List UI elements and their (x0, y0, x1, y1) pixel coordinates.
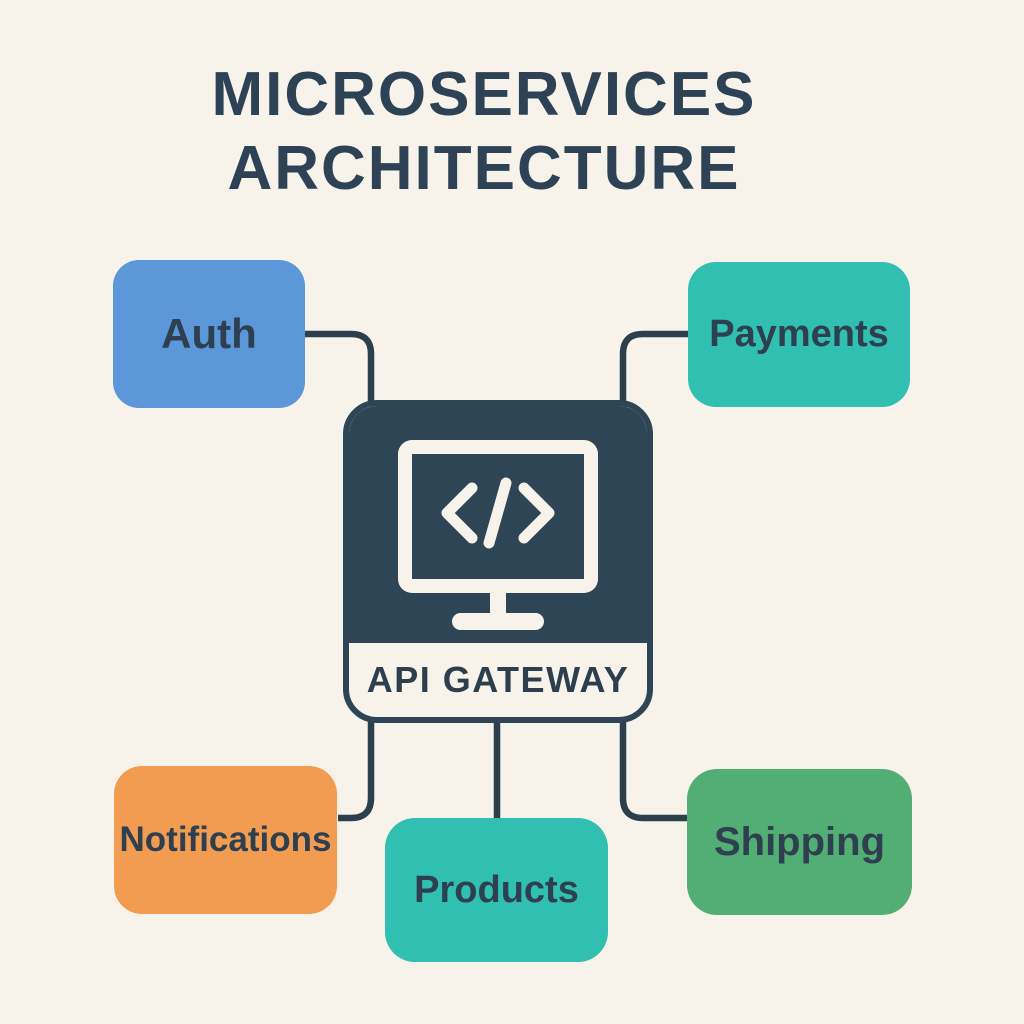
api-gateway-icon-area (349, 406, 647, 643)
diagram-title: MICROSERVICES ARCHITECTURE (0, 58, 996, 206)
diagram-title-line2: ARCHITECTURE (227, 134, 741, 203)
service-node-shipping: Shipping (687, 769, 912, 915)
service-node-auth: Auth (113, 260, 305, 408)
connector-gateway-notifications (338, 721, 375, 822)
service-node-notifications: Notifications (114, 766, 337, 914)
service-label-auth: Auth (161, 310, 257, 357)
connector-gateway-shipping (619, 721, 688, 822)
api-gateway-label: API GATEWAY (366, 659, 630, 700)
connector-auth-gateway (305, 330, 375, 402)
api-gateway-label-band: API GATEWAY (349, 643, 647, 717)
service-node-products: Products (385, 818, 608, 962)
diagram-title-line1: MICROSERVICES (211, 60, 757, 129)
api-gateway-node: API GATEWAY (343, 400, 653, 723)
code-monitor-icon (398, 440, 598, 630)
service-label-notifications: Notifications (119, 820, 332, 859)
service-label-payments: Payments (709, 313, 889, 355)
connector-payments-gateway (619, 330, 688, 402)
service-node-payments: Payments (688, 262, 910, 407)
service-label-products: Products (414, 868, 579, 911)
service-label-shipping: Shipping (713, 819, 886, 864)
